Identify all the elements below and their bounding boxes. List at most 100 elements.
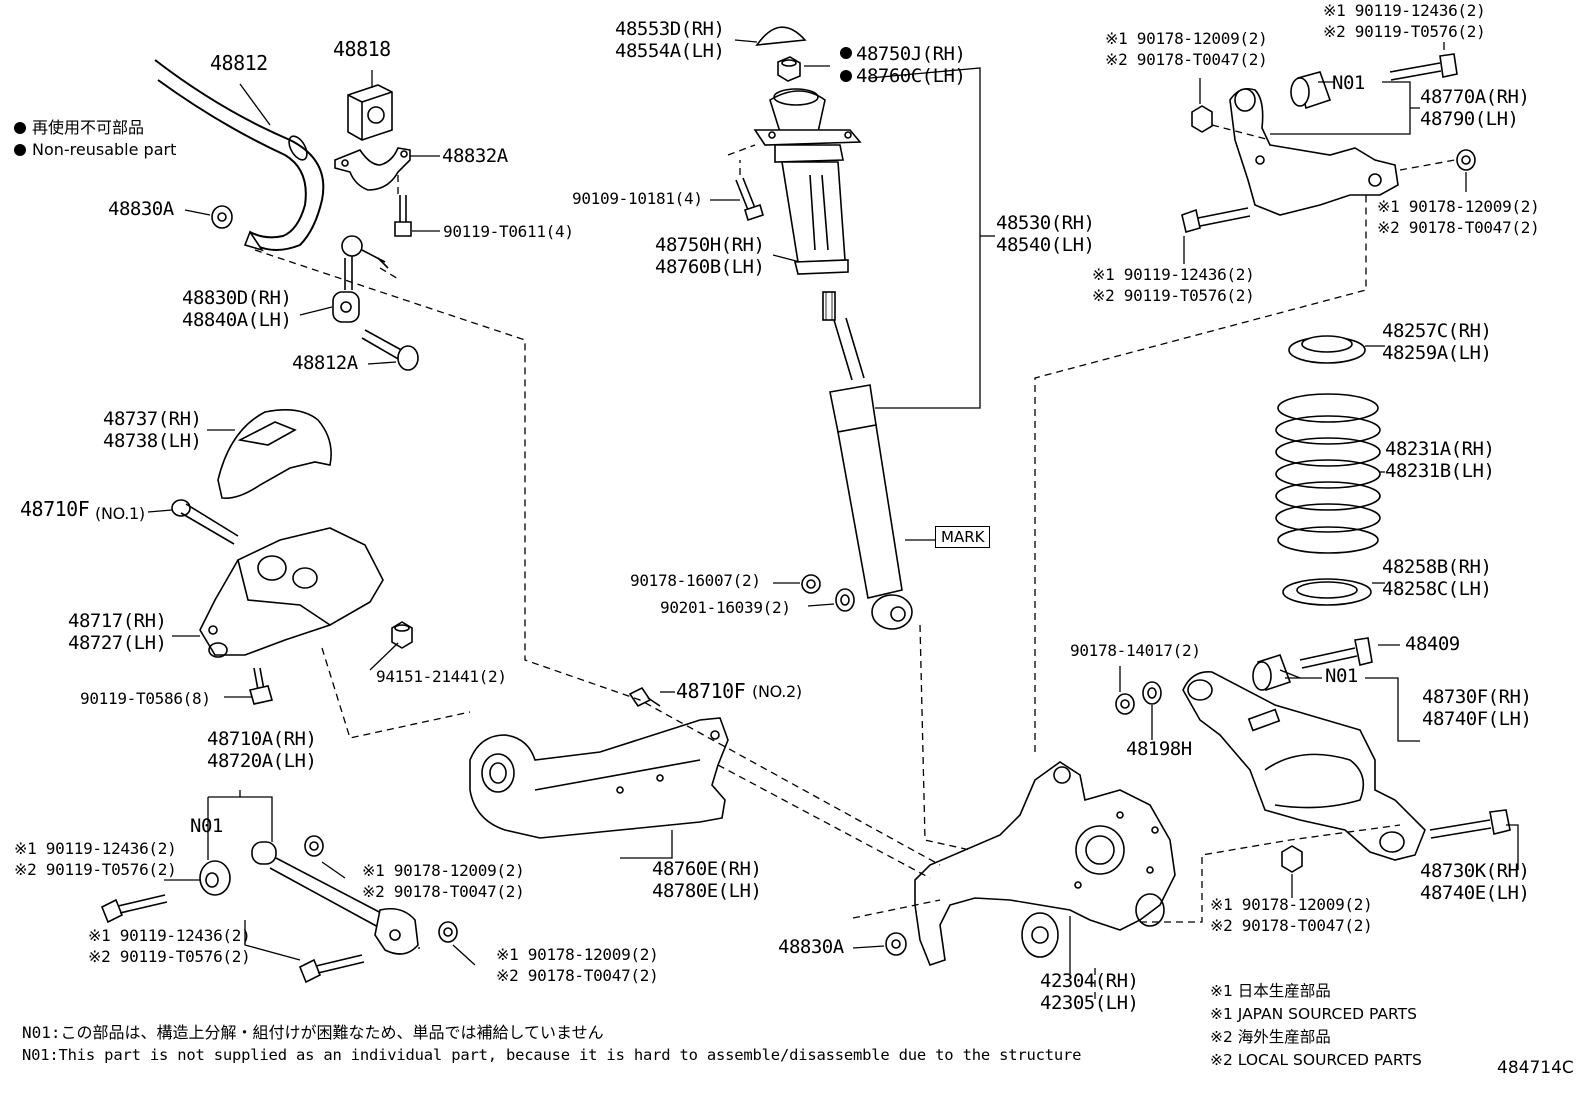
footnote-en: N01:This part is not supplied as an indi… <box>22 1046 1082 1064</box>
part-number: 48750J(RH) <box>856 43 966 65</box>
part-label-90119t0611: 90119-T0611(4) <box>443 221 574 242</box>
non-reusable-dot-icon <box>14 122 26 134</box>
part-label-48198h: 48198H <box>1126 738 1192 760</box>
part-number: 48710A(RH) <box>207 728 317 750</box>
member-bracket-icon <box>199 527 384 658</box>
bolt-icon <box>361 329 419 371</box>
part-number: 48812A <box>292 352 358 374</box>
figure-id: 484714C <box>1497 1058 1574 1078</box>
part-label-48760e: 48760E(RH)48780E(LH) <box>652 858 762 902</box>
alt-part-number: ※2 90178-T0047(2) <box>496 966 659 985</box>
nut-icon <box>391 621 413 649</box>
lower-control-arm-icon <box>1182 671 1426 861</box>
spring-lower-insulator-icon <box>1282 578 1372 606</box>
part-number: 90119-T0586(8) <box>80 689 211 708</box>
part-number: 90178-14017(2) <box>1070 641 1201 660</box>
nut-icon <box>885 932 907 956</box>
part-label-48812: 48812 <box>210 52 268 74</box>
alt-part-label-ll_bolt1: ※1 90119-12436(2)※2 90119-T0576(2) <box>14 838 177 880</box>
part-number: 48760E(RH) <box>652 858 762 880</box>
part-number: 48830D(RH) <box>182 287 292 309</box>
alt-part-number: ※2 90178-T0047(2) <box>362 882 525 901</box>
nut-icon <box>1115 693 1135 715</box>
part-label-48830d: 48830D(RH)48840A(LH) <box>182 287 292 331</box>
part-number: 48738(LH) <box>103 430 202 452</box>
footnote-jp: N01:この部品は、構造上分解・組付けが困難なため、単品では補給していません <box>22 1023 604 1042</box>
bolt-icon <box>1181 207 1251 233</box>
alt-part-number: ※1 90119-12436(2) <box>1092 265 1255 284</box>
bolt-icon <box>394 195 412 237</box>
upper-control-arm-icon <box>1229 87 1399 216</box>
part-number: 48818 <box>333 37 391 61</box>
part-label-N01_left: N01 <box>190 815 223 837</box>
part-number: 48258B(RH) <box>1382 556 1492 578</box>
part-number: 48760C(LH) <box>856 65 966 87</box>
no2-note: (NO.2) <box>752 682 802 701</box>
part-label-48812a: 48812A <box>292 352 358 374</box>
part-label-42304: 42304(RH)42305(LH) <box>1040 970 1139 1014</box>
source-note: ※2 海外生産部品 <box>1210 1028 1331 1046</box>
alt-part-label-ll_bolt2: ※1 90119-12436(2)※2 90119-T0576(2) <box>88 925 251 967</box>
bolt-icon <box>171 499 239 545</box>
part-number: 48770A(RH) <box>1420 86 1530 108</box>
alt-part-number: ※1 90178-12009(2) <box>1105 29 1268 48</box>
part-label-48717: 48717(RH)48727(LH) <box>68 610 167 654</box>
part-label-90201: 90201-16039(2) <box>660 597 791 618</box>
part-number: 94151-21441(2) <box>376 667 507 686</box>
part-label-48710f1: 48710F <box>20 498 90 520</box>
part-number: 48737(RH) <box>103 408 202 430</box>
part-number: 42305(LH) <box>1040 992 1139 1014</box>
alt-part-number: ※2 90119-T0576(2) <box>1323 22 1486 41</box>
part-number: 48720A(LH) <box>207 750 317 772</box>
alt-part-number: ※1 90178-12009(2) <box>496 945 659 964</box>
part-number: 48717(RH) <box>68 610 167 632</box>
nut-icon <box>1191 105 1213 133</box>
part-number: 48554A(LH) <box>615 40 725 62</box>
washer-icon <box>835 588 855 612</box>
nut-icon <box>1281 845 1303 873</box>
spring-upper-insulator-icon <box>1288 335 1366 364</box>
assembly-dashed-lines <box>254 124 1456 1000</box>
alt-part-number: ※1 90178-12009(2) <box>362 861 525 880</box>
part-number: 48840A(LH) <box>182 309 292 331</box>
part-label-48710f2: 48710F <box>676 680 746 702</box>
part-number: 48790(LH) <box>1420 108 1519 130</box>
part-label-48750h: 48750H(RH)48760B(LH) <box>655 234 765 278</box>
legend-jp: 再使用不可部品 <box>14 114 144 138</box>
part-number: 48832A <box>442 145 508 167</box>
part-label-48409: 48409 <box>1405 633 1460 655</box>
part-label-48832a: 48832A <box>442 145 508 167</box>
part-label-N01_upper: N01 <box>1332 72 1365 94</box>
part-label-48730f: 48730F(RH)48740F(LH) <box>1422 686 1532 730</box>
part-number: 48530(RH) <box>996 212 1095 234</box>
stabilizer-bracket-icon <box>334 147 411 191</box>
bolt-icon <box>1299 637 1373 669</box>
part-number: 48760B(LH) <box>655 256 765 278</box>
legend-en-text: Non-reusable part <box>32 140 177 159</box>
part-label-48818: 48818 <box>333 38 391 60</box>
axle-carrier-icon <box>914 761 1176 966</box>
part-label-N01_lower: N01 <box>1325 665 1358 687</box>
part-label-90109: 90109-10181(4) <box>572 188 703 209</box>
nut-icon <box>304 835 324 857</box>
dust-cap-icon <box>755 26 807 46</box>
alt-part-label-ll_nut1: ※1 90178-12009(2) ※2 90178-T0047(2) <box>362 860 525 902</box>
bushing-icon <box>1290 71 1332 110</box>
alt-part-number: ※2 90178-T0047(2) <box>1210 916 1373 935</box>
part-number: 90201-16039(2) <box>660 598 791 617</box>
part-label-48750j: 48750J(RH)48760C(LH) <box>856 43 966 87</box>
bolt-icon <box>298 954 365 984</box>
part-label-48553d: 48553D(RH)48554A(LH) <box>615 18 725 62</box>
part-number: 48258C(LH) <box>1382 578 1492 600</box>
coil-spring-icon <box>1275 393 1381 554</box>
part-label-48530: 48530(RH)48540(LH) <box>996 212 1095 256</box>
part-number: 90119-T0611(4) <box>443 222 574 241</box>
part-number: 90178-16007(2) <box>630 571 761 590</box>
part-number: 48198H <box>1126 738 1192 760</box>
part-number: N01 <box>1325 665 1358 687</box>
alt-part-label-ur_top_nut: ※1 90178-12009(2)※2 90178-T0047(2) <box>1105 28 1268 70</box>
part-number: 48730K(RH) <box>1420 860 1530 882</box>
stabilizer-bar-icon <box>154 59 325 252</box>
legend-en: Non-reusable part <box>14 140 176 159</box>
alt-part-number: ※2 90178-T0047(2) <box>1377 218 1540 237</box>
